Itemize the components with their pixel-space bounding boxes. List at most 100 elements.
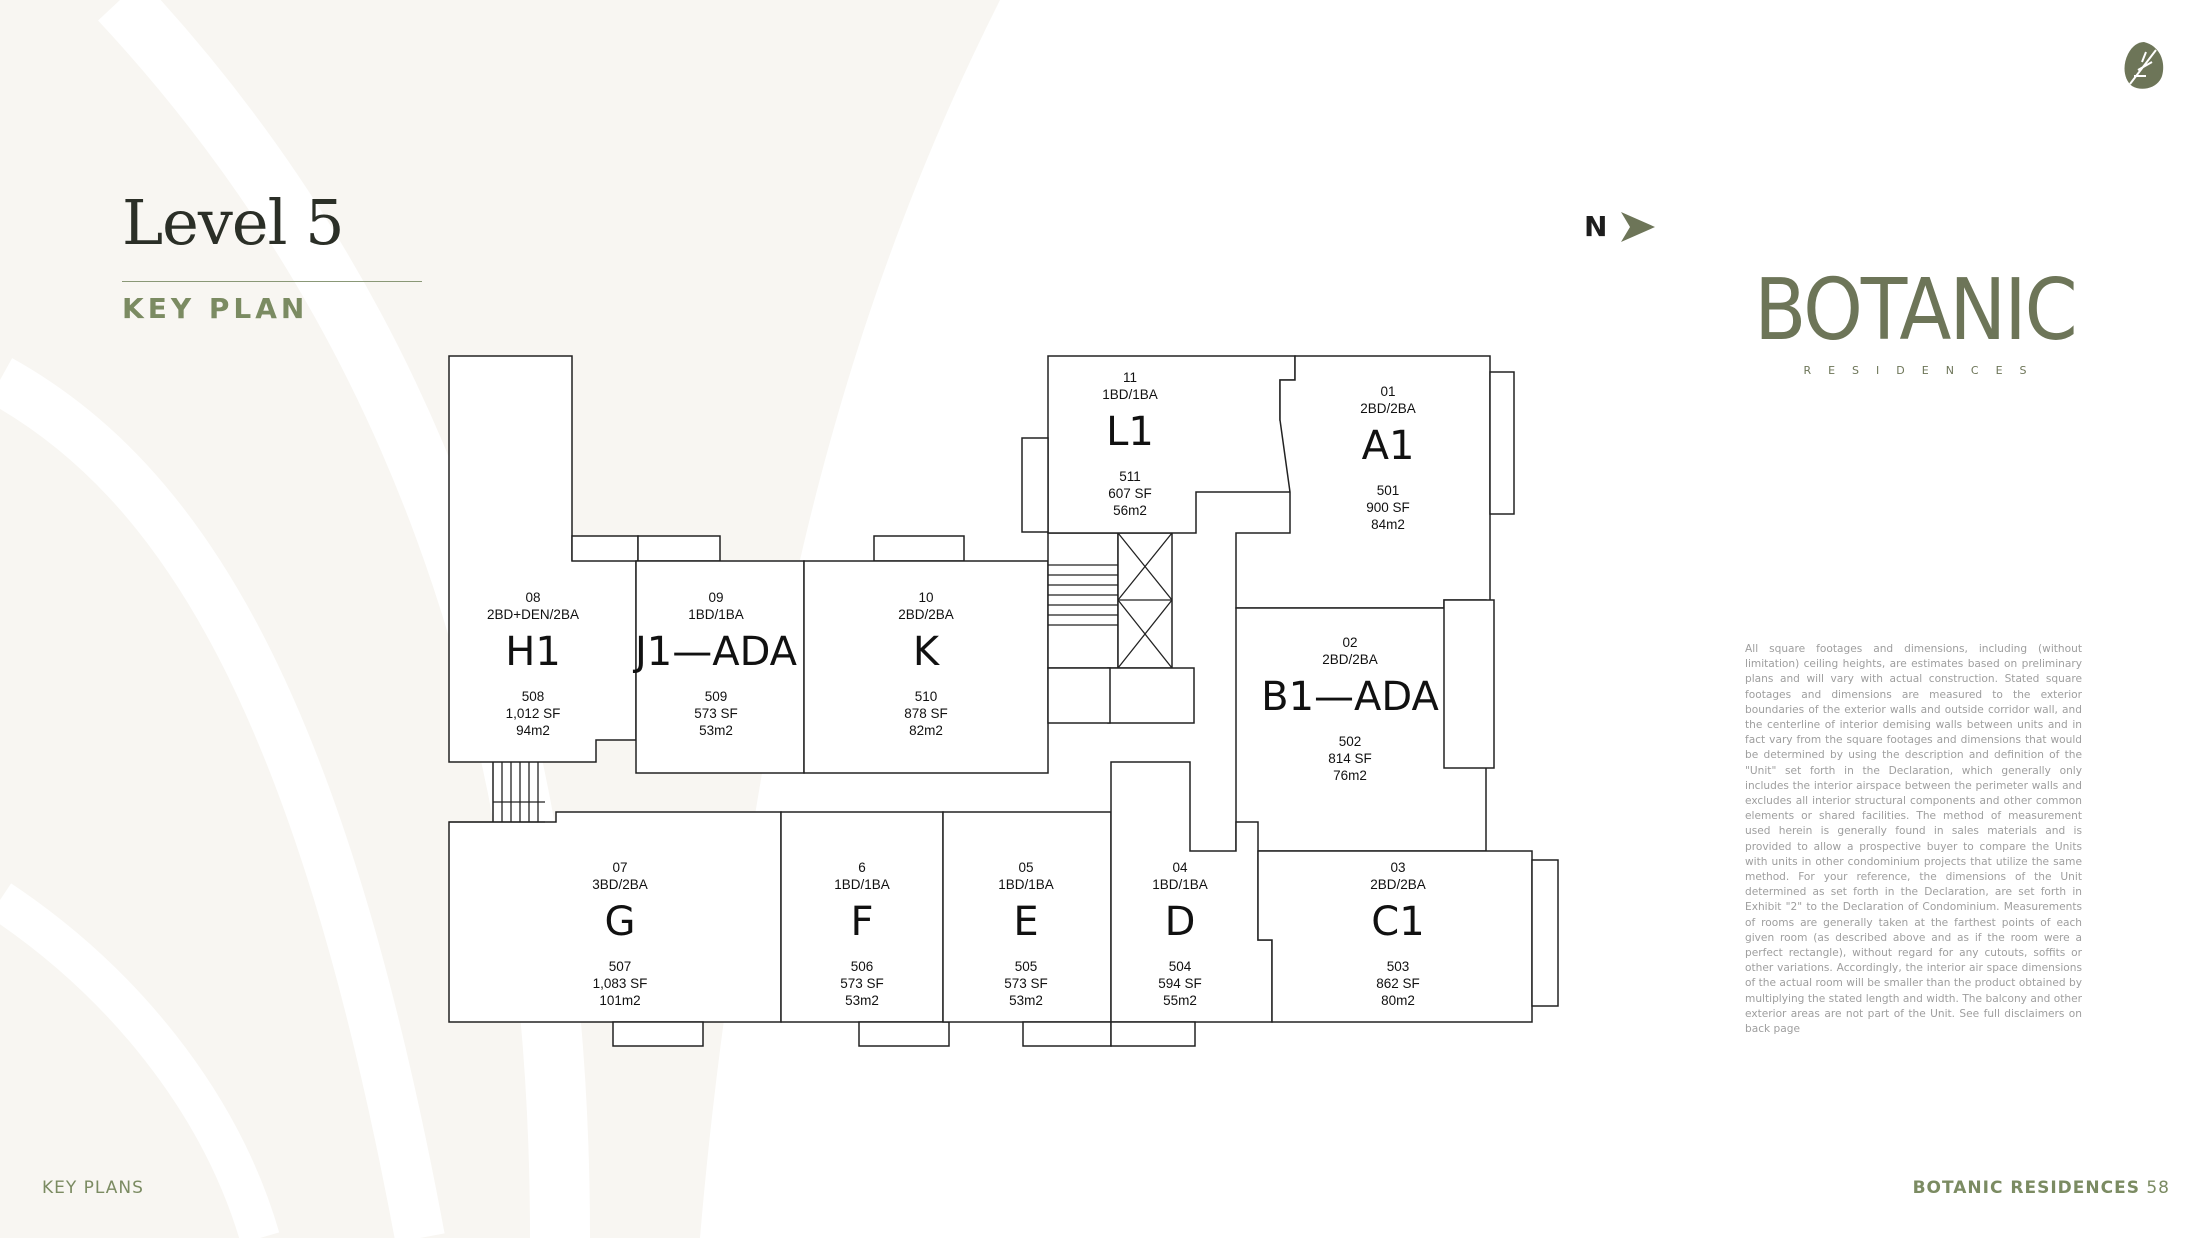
- unit-name: K: [913, 629, 941, 675]
- unit-name: B1—ADA: [1261, 674, 1439, 720]
- footer-section-label: KEY PLANS: [42, 1178, 144, 1198]
- leaf-logo-icon: [2124, 42, 2164, 89]
- unit-k-outline: [803, 560, 1049, 774]
- unit-name: L1: [1106, 409, 1154, 455]
- unit-sf: 1,012 SF: [506, 706, 561, 721]
- brand-logo: BOTANIC RESIDENCES: [1740, 267, 2090, 377]
- unit-d-outline: [1110, 761, 1273, 1023]
- unit-unit: 505: [1015, 959, 1038, 974]
- unit-type: 2BD/2BA: [1370, 877, 1426, 892]
- unit-m2: 53m2: [699, 723, 733, 738]
- unit-sf: 607 SF: [1108, 486, 1152, 501]
- unit-type: 3BD/2BA: [592, 877, 648, 892]
- unit-m2: 82m2: [909, 723, 943, 738]
- unit-m2: 101m2: [599, 993, 640, 1008]
- unit-name: H1: [505, 629, 561, 675]
- unit-stack: 01: [1380, 384, 1395, 399]
- unit-stack: 10: [918, 590, 933, 605]
- unit-name: F: [850, 899, 873, 945]
- service-room: [1107, 667, 1195, 724]
- unit-type: 1BD/1BA: [834, 877, 890, 892]
- unit-m2: 80m2: [1381, 993, 1415, 1008]
- unit-f-outline: [780, 811, 944, 1023]
- unit-unit: 510: [915, 689, 938, 704]
- unit-unit: 504: [1169, 959, 1192, 974]
- footer-brand: BOTANIC RESIDENCES 58: [1913, 1178, 2170, 1198]
- unit-sf: 862 SF: [1376, 976, 1420, 991]
- unit-m2: 53m2: [1009, 993, 1043, 1008]
- title-divider: [122, 281, 422, 282]
- unit-stack: 6: [858, 860, 866, 875]
- unit-unit: 509: [705, 689, 728, 704]
- unit-m2: 94m2: [516, 723, 550, 738]
- unit-e-outline: [942, 811, 1112, 1023]
- balcony-d: [1110, 1021, 1196, 1047]
- balcony-c1: [1531, 859, 1559, 1007]
- unit-unit: 511: [1119, 469, 1141, 484]
- unit-type: 1BD/1BA: [1102, 387, 1158, 402]
- unit-unit: 502: [1339, 734, 1362, 749]
- unit-stack: 08: [525, 590, 540, 605]
- unit-m2: 53m2: [845, 993, 879, 1008]
- unit-sf: 878 SF: [904, 706, 948, 721]
- corridor-room: [1047, 667, 1111, 724]
- unit-type: 1BD/1BA: [688, 607, 744, 622]
- balcony-f: [858, 1021, 950, 1047]
- unit-m2: 76m2: [1333, 768, 1367, 783]
- unit-stack: 02: [1342, 635, 1357, 650]
- unit-name: G: [605, 899, 636, 945]
- unit-stack: 04: [1172, 860, 1188, 875]
- balcony-e: [1022, 1021, 1112, 1047]
- unit-unit: 501: [1377, 483, 1400, 498]
- unit-l1-outline: [1047, 355, 1296, 534]
- unit-m2: 55m2: [1163, 993, 1197, 1008]
- unit-type: 1BD/1BA: [998, 877, 1054, 892]
- unit-unit: 506: [851, 959, 874, 974]
- unit-sf: 814 SF: [1328, 751, 1372, 766]
- north-indicator: N: [1584, 210, 1656, 243]
- balcony-h1: [571, 535, 639, 562]
- unit-type: 2BD+DEN/2BA: [487, 607, 579, 622]
- unit-j1-outline: [635, 560, 805, 774]
- page-number: 58: [2146, 1178, 2170, 1198]
- unit-name: J1—ADA: [632, 629, 798, 675]
- page-subtitle: KEY PLAN: [122, 292, 309, 325]
- unit-h1-outline: [448, 355, 637, 763]
- unit-type: 2BD/2BA: [1360, 401, 1416, 416]
- unit-unit: 503: [1387, 959, 1410, 974]
- unit-sf: 900 SF: [1366, 500, 1410, 515]
- unit-unit: 508: [522, 689, 545, 704]
- stair-core: [1047, 532, 1119, 669]
- balcony-g: [612, 1021, 704, 1047]
- north-label: N: [1584, 210, 1608, 243]
- unit-stack: 03: [1390, 860, 1405, 875]
- unit-a1-outline: [1235, 355, 1491, 609]
- balcony-l1: [1021, 437, 1049, 533]
- unit-type: 1BD/1BA: [1152, 877, 1208, 892]
- unit-type: 2BD/2BA: [898, 607, 954, 622]
- unit-sf: 1,083 SF: [593, 976, 648, 991]
- unit-g-outline: [448, 811, 782, 1023]
- north-arrow-icon: [1621, 211, 1656, 242]
- unit-stack: 05: [1018, 860, 1033, 875]
- unit-name: D: [1165, 899, 1196, 945]
- balcony-j1: [637, 535, 721, 562]
- brand-name: BOTANIC: [1754, 259, 2077, 360]
- balcony-k: [873, 535, 965, 562]
- balcony-b1: [1443, 599, 1495, 769]
- footer-brand-name: BOTANIC RESIDENCES: [1912, 1178, 2140, 1198]
- unit-name: A1: [1362, 423, 1415, 469]
- unit-stack: 11: [1123, 370, 1137, 385]
- unit-sf: 573 SF: [694, 706, 738, 721]
- unit-sf: 594 SF: [1158, 976, 1202, 991]
- unit-stack: 09: [708, 590, 723, 605]
- unit-m2: 56m2: [1113, 503, 1147, 518]
- balcony-a1: [1489, 371, 1515, 515]
- unit-name: E: [1013, 899, 1038, 945]
- disclaimer-text: All square footages and dimensions, incl…: [1745, 643, 2082, 1036]
- unit-name: C1: [1371, 899, 1424, 945]
- unit-type: 2BD/2BA: [1322, 652, 1378, 667]
- unit-sf: 573 SF: [840, 976, 884, 991]
- stair-hatch: [449, 532, 1173, 823]
